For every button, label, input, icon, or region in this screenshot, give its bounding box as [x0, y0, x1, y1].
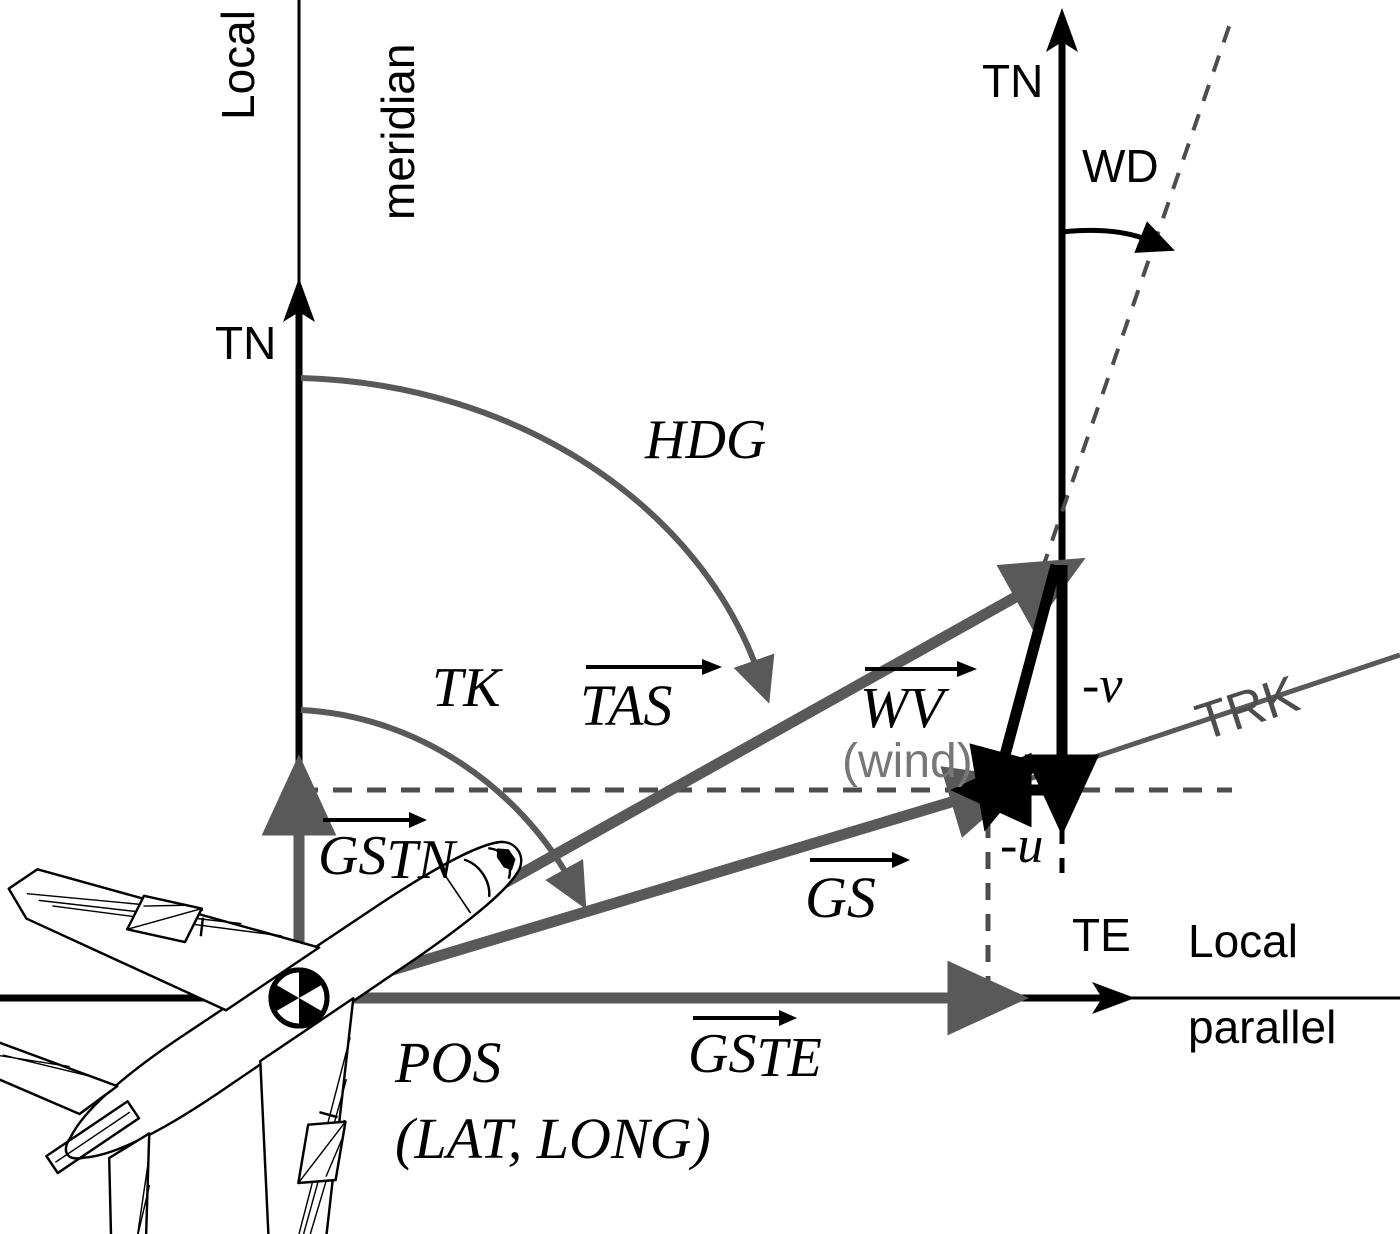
wind-vector-label: WV — [860, 658, 979, 741]
gs-overline-arrow-icon — [810, 852, 910, 868]
local-parallel-label-line1: Local — [1188, 915, 1298, 967]
gs-vector-label: GS — [805, 850, 912, 931]
gs-vector-text: GS — [805, 865, 876, 930]
local-meridian-label-line2: meridian — [372, 43, 424, 220]
tas-vector-label: TAS — [580, 656, 724, 739]
heading-angle-label: HDG — [645, 409, 767, 471]
true-north-label-right: TN — [982, 55, 1044, 107]
position-symbol — [268, 967, 330, 1029]
gs-te-vector-label: GSTE — [688, 1008, 822, 1090]
gs-tn-base-text: GS — [318, 825, 387, 887]
true-east-label: TE — [1072, 909, 1131, 961]
wind-vector — [969, 563, 1062, 832]
minus-v-label: -v — [1082, 657, 1123, 714]
true-north-label-left: TN — [215, 317, 277, 369]
wind-caption-label: (wind) — [842, 735, 973, 788]
wind-direction-angle-label: WD — [1082, 140, 1159, 192]
wind-direction-dashed-line — [1040, 17, 1234, 571]
gs-te-base-text: GS — [688, 1023, 757, 1085]
track-line — [989, 652, 1400, 795]
track-angle-label: TK — [432, 657, 501, 719]
gs-te-subscript-text: TE — [756, 1027, 822, 1090]
gs-vector — [297, 766, 1030, 1004]
wv-vector-text: WV — [860, 675, 944, 740]
track-angle-arc — [300, 707, 587, 910]
gs-tn-subscript-text: TN — [386, 829, 455, 892]
minus-u-label: -u — [1000, 817, 1044, 874]
local-meridian-label-line1: Local — [212, 10, 264, 120]
gs-tn-vector-label: GSTN — [318, 810, 455, 892]
position-label: POS — [395, 1030, 502, 1095]
tas-overline-arrow-icon — [586, 659, 722, 675]
tas-vector-text: TAS — [580, 673, 673, 738]
wind-direction-angle-arrow — [1061, 221, 1175, 253]
local-parallel-label-line2: parallel — [1188, 1001, 1337, 1053]
position-coordinates-label: (LAT, LONG) — [395, 1106, 711, 1171]
heading-angle-arc — [300, 375, 775, 704]
wv-overline-arrow-icon — [865, 661, 977, 677]
